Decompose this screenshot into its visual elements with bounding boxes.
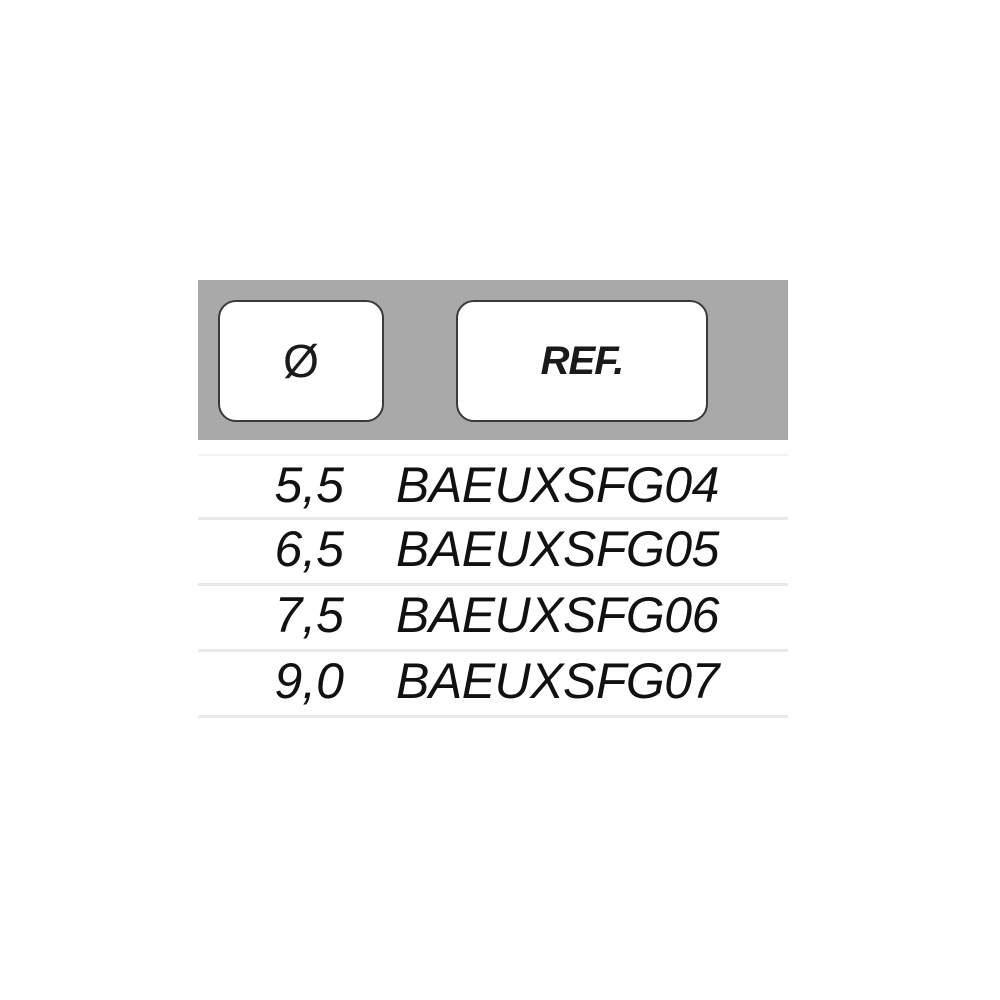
table-header: Ø REF.: [198, 280, 788, 440]
ref-cell: BAEUXSFG06: [396, 587, 719, 643]
diameter-cell: 9,0: [274, 653, 344, 709]
table-row: 9,0 BAEUXSFG07: [198, 652, 788, 718]
product-table: Ø REF. 5,5 BAEUXSFG04 6,5 BAEUXSFG05 7,5…: [198, 280, 788, 718]
table-body: 5,5 BAEUXSFG04 6,5 BAEUXSFG05 7,5 BAEUXS…: [198, 440, 788, 718]
diameter-column-header: Ø: [218, 300, 384, 422]
ref-cell: BAEUXSFG07: [396, 653, 719, 709]
table-row: 6,5 BAEUXSFG05: [198, 520, 788, 586]
diameter-cell: 7,5: [274, 587, 344, 643]
diameter-cell: 5,5: [274, 457, 344, 513]
ref-column-header: REF.: [456, 300, 708, 422]
diameter-cell: 6,5: [274, 521, 344, 577]
table-row: 7,5 BAEUXSFG06: [198, 586, 788, 652]
ref-cell: BAEUXSFG05: [396, 521, 719, 577]
table-row: 5,5 BAEUXSFG04: [198, 454, 788, 520]
ref-cell: BAEUXSFG04: [396, 457, 719, 513]
